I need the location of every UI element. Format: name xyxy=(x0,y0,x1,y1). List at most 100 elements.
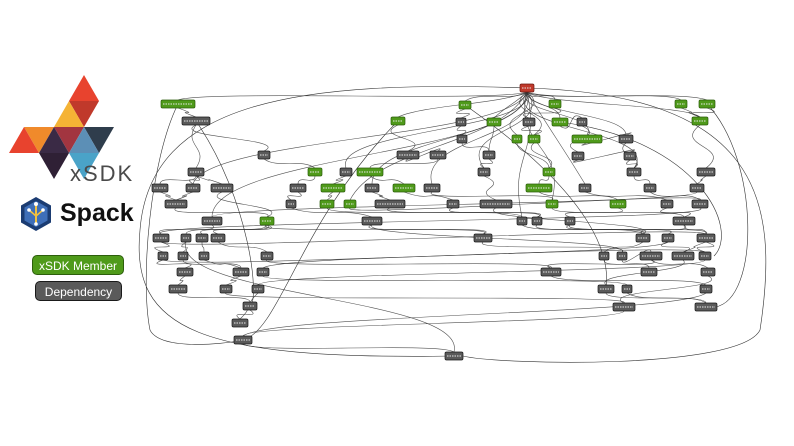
dependency-edge xyxy=(692,124,714,169)
dependency-edge xyxy=(349,197,701,211)
dependency-edge xyxy=(236,309,254,320)
dependency-edge xyxy=(526,91,586,185)
dependency-edge xyxy=(159,191,177,201)
dependency-edge xyxy=(584,191,668,201)
dependency-edge xyxy=(290,207,373,218)
dependency-edge xyxy=(660,207,691,218)
dependency-edge xyxy=(518,91,531,218)
dependency-edge xyxy=(538,175,550,185)
dependency-edge xyxy=(185,241,455,353)
dependency-edge xyxy=(371,91,528,185)
dependency-node xyxy=(233,335,253,345)
dependency-edge xyxy=(551,207,685,218)
dependency-node xyxy=(473,233,493,243)
dependency-edge xyxy=(182,259,242,269)
dependency-edge xyxy=(390,124,416,152)
dependency-edge xyxy=(177,292,251,303)
dependency-edge xyxy=(297,175,316,185)
dependency-edge xyxy=(462,87,767,363)
dependency-edge xyxy=(326,191,334,201)
dependency-edge xyxy=(160,207,701,235)
graph-nodes xyxy=(151,83,718,361)
dependency-edge xyxy=(680,107,701,118)
dependency-edge xyxy=(242,120,399,341)
dependency-edge xyxy=(682,241,707,253)
dependency-edge xyxy=(456,125,467,136)
dependency-edge xyxy=(369,175,405,185)
dependency-edge xyxy=(138,86,528,357)
dependency-edge xyxy=(175,191,194,201)
dependency-edge xyxy=(525,91,589,136)
dependency-edge xyxy=(573,149,635,163)
dependency-edge xyxy=(211,91,528,218)
dependency-edge xyxy=(521,224,644,235)
dependency-edge xyxy=(262,275,628,286)
spack-hexagon-logo-icon xyxy=(21,197,51,231)
legend-xsdk-member: xSDK Member xyxy=(32,255,124,275)
dependency-edge xyxy=(482,241,623,253)
dependency-edge xyxy=(156,259,192,269)
dependency-edge xyxy=(191,124,269,152)
dependency-edge xyxy=(480,158,493,169)
dependency-edge xyxy=(177,275,186,286)
dependency-edge xyxy=(569,224,707,235)
dependency-edge xyxy=(456,108,470,119)
dependency-edge xyxy=(581,132,632,146)
dependency-edge xyxy=(683,224,707,235)
dependency-node xyxy=(181,116,211,126)
package-dependency-graph xyxy=(138,83,767,363)
dependency-edge xyxy=(661,241,690,253)
dependency-edge xyxy=(547,259,655,269)
spack-wordmark: Spack xyxy=(60,199,134,227)
dependency-edge xyxy=(349,91,528,201)
dependency-edge xyxy=(192,91,528,185)
dependency-edge xyxy=(530,142,553,169)
dependency-edge xyxy=(264,224,486,235)
dependency-edge xyxy=(550,275,707,286)
branding-panel: xSDK Spack xSDK Member Dependency xyxy=(0,0,160,446)
dependency-edge xyxy=(696,175,707,185)
graph-edges xyxy=(138,86,767,363)
dependency-edge xyxy=(225,292,625,304)
dependency-edge xyxy=(488,125,495,152)
dependency-edge xyxy=(242,343,455,353)
dependency-edge xyxy=(649,191,701,201)
dependency-edge xyxy=(177,91,528,101)
dependency-edge xyxy=(521,125,542,136)
dependency-edge xyxy=(160,231,707,245)
dependency-edge xyxy=(650,259,709,269)
dependency-edge xyxy=(369,158,439,169)
dependency-edge xyxy=(154,241,170,253)
dependency-edge xyxy=(524,91,555,201)
dependency-edge xyxy=(195,120,254,307)
xsdk-wordmark: xSDK xyxy=(70,161,135,186)
dependency-edge xyxy=(633,175,651,185)
dependency-edge xyxy=(266,259,552,269)
dependency-edge xyxy=(483,175,497,201)
dependency-edge xyxy=(605,292,707,304)
dependency-edge xyxy=(287,191,302,201)
dependency-node xyxy=(696,167,716,177)
dependency-edge xyxy=(559,115,583,129)
dependency-edge xyxy=(478,91,533,169)
dependency-edge xyxy=(626,159,638,169)
dependency-node xyxy=(696,233,716,243)
dependency-edge xyxy=(242,292,707,337)
dependency-edge xyxy=(225,275,242,286)
dependency-node xyxy=(168,284,188,294)
dependency-edge xyxy=(620,275,712,304)
dependency-edge xyxy=(195,175,223,185)
dependency-edge xyxy=(371,224,623,253)
dependency-edge xyxy=(191,124,201,169)
dependency-edge xyxy=(603,241,644,253)
dependency-edge xyxy=(177,107,197,118)
dependency-edge xyxy=(162,249,706,263)
dependency-edge xyxy=(464,91,528,102)
dependency-edge xyxy=(522,107,562,119)
dependency-edge xyxy=(405,148,441,162)
dependency-edge xyxy=(461,142,490,152)
dependency-edge xyxy=(696,241,715,253)
dependency-edge xyxy=(692,107,715,118)
dependency-edge xyxy=(368,224,487,235)
dependency-edge xyxy=(189,175,200,185)
